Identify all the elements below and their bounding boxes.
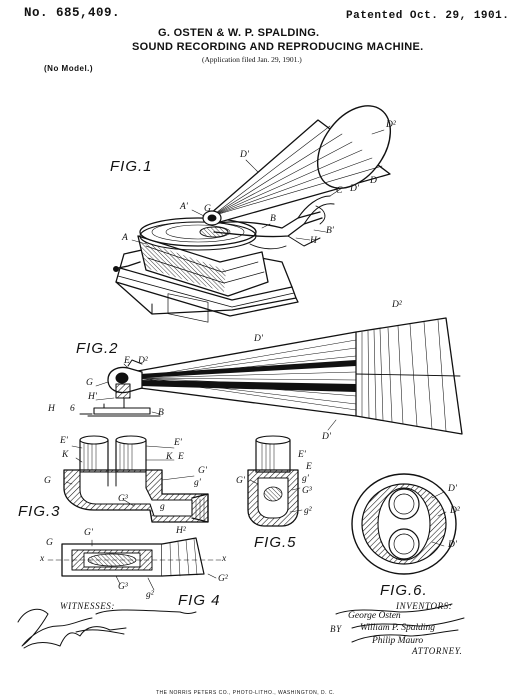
signature-flourishes xyxy=(17,603,465,649)
fig1-label-D1-lower: D' xyxy=(350,184,359,194)
fig1-label-B1: B' xyxy=(326,226,334,236)
fig2-caption: FIG.2 xyxy=(76,340,119,357)
fig5-label-g2: g² xyxy=(304,506,312,516)
attorney-caption: ATTORNEY. xyxy=(412,646,463,656)
fig1-caption: FIG.1 xyxy=(110,158,153,175)
patent-title: SOUND RECORDING AND REPRODUCING MACHINE. xyxy=(132,41,424,53)
fig4-label-x-left: x xyxy=(40,554,45,564)
fig1-gramophone-drawing xyxy=(113,105,392,323)
fig4-label-G1: G' xyxy=(84,528,93,538)
fig4-label-G3: G³ xyxy=(118,582,128,592)
fig1-label-B: B xyxy=(270,214,276,224)
by-caption: BY xyxy=(330,624,342,634)
inventors-caption: INVENTORS: xyxy=(396,601,453,611)
fig2-label-H: H xyxy=(48,404,55,414)
fig2-horn-drawing xyxy=(79,317,463,435)
fig4-label-H2: H² xyxy=(176,526,186,536)
fig1-label-D2: D² xyxy=(386,120,396,130)
patent-line-art xyxy=(17,105,465,649)
fig3-label-K-right: K xyxy=(166,452,173,462)
fig6-label-D2: D² xyxy=(450,506,460,516)
fig4-plan-drawing xyxy=(47,537,223,591)
fig5-label-g1: g' xyxy=(302,474,309,484)
fig4-label-x-right: x xyxy=(222,554,227,564)
fig3-label-g: g xyxy=(160,502,165,512)
fig5-section-drawing xyxy=(247,435,303,527)
fig2-label-D2-throat: D² xyxy=(138,356,148,366)
fig4-label-G2: G² xyxy=(218,574,228,584)
inventor-signature-1: George Osten xyxy=(348,611,401,621)
fig3-label-G3: G³ xyxy=(118,494,128,504)
fig4-label-g2: g² xyxy=(146,590,154,600)
fig2-label-D1-lower: D' xyxy=(322,432,331,442)
fig5-label-G1: G' xyxy=(236,476,245,486)
fig2-label-D1: D' xyxy=(254,334,263,344)
fig1-label-A1: A' xyxy=(180,202,188,212)
fig2-label-D2-bell: D² xyxy=(392,300,402,310)
printer-footer: THE NORRIS PETERS CO., PHOTO-LITHO., WAS… xyxy=(156,690,335,696)
fig3-section-drawing xyxy=(63,435,209,523)
fig3-label-E-right: E xyxy=(178,452,184,462)
fig4-caption: FIG 4 xyxy=(178,592,221,609)
fig1-label-C: C xyxy=(336,186,343,196)
fig2-label-E: E xyxy=(124,356,130,366)
fig1-label-G: G xyxy=(204,204,211,214)
fig2-label-H1: H' xyxy=(88,392,97,402)
fig1-label-H: H xyxy=(310,236,317,246)
fig3-label-g1: g' xyxy=(194,478,201,488)
application-date: (Application filed Jan. 29, 1901.) xyxy=(202,55,302,64)
fig5-label-E: E xyxy=(306,462,312,472)
fig2-label-6: 6 xyxy=(70,404,75,414)
fig6-end-view-drawing xyxy=(351,473,457,575)
fig3-label-K-left: K xyxy=(62,450,69,460)
patent-date: Patented Oct. 29, 1901. xyxy=(346,10,509,22)
patent-drawing-sheet: No. 685,409. Patented Oct. 29, 1901. G. … xyxy=(17,6,509,696)
fig5-caption: FIG.5 xyxy=(254,534,297,551)
fig4-label-G: G xyxy=(46,538,53,548)
fig6-caption: FIG.6. xyxy=(380,582,428,599)
patent-number: No. 685,409. xyxy=(24,6,121,20)
inventor-names-heading: G. OSTEN & W. P. SPALDING. xyxy=(158,27,320,39)
witnesses-caption: WITNESSES: xyxy=(60,601,115,611)
fig3-label-G1: G' xyxy=(198,466,207,476)
fig3-label-G: G xyxy=(44,476,51,486)
fig3-caption: FIG.3 xyxy=(18,503,61,520)
fig3-label-E1-right: E' xyxy=(174,438,182,448)
fig3-label-E1-left: E' xyxy=(60,436,68,446)
inventor-signature-2: William P. Spalding xyxy=(360,623,436,633)
fig6-label-D1-lower: D' xyxy=(448,540,457,550)
model-note: (No Model.) xyxy=(44,64,94,73)
fig6-label-D1-upper: D' xyxy=(448,484,457,494)
fig2-label-B: B xyxy=(158,408,164,418)
fig2-label-G: G xyxy=(86,378,93,388)
attorney-signature: Philip Mauro xyxy=(372,636,424,646)
fig1-label-D1-upper: D' xyxy=(240,150,249,160)
fig5-label-G3: G³ xyxy=(302,486,312,496)
fig1-label-A: A xyxy=(122,233,128,243)
fig5-label-E1: E' xyxy=(298,450,306,460)
fig1-label-D: D xyxy=(370,176,377,186)
